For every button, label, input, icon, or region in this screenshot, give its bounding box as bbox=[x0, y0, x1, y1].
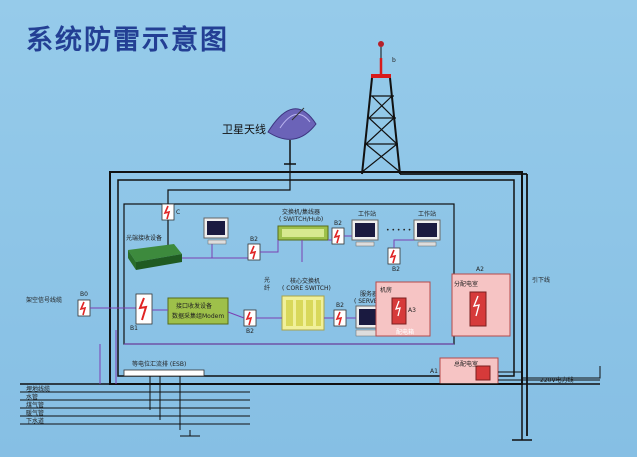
incoming-signal-label: 架空信号线缆 bbox=[26, 296, 62, 304]
surge-protector-b2-top bbox=[331, 227, 345, 245]
a2-label: A2 bbox=[476, 266, 484, 273]
bottom-label-2: 水管 bbox=[26, 393, 38, 401]
surge-protector-b2-right bbox=[387, 247, 401, 265]
down-conductor-label: 引下线 bbox=[532, 276, 550, 284]
sub-box-label: 分配电室 bbox=[454, 280, 478, 288]
satellite-label: 卫星天线 bbox=[222, 122, 266, 136]
surge-protector-b2-mid bbox=[333, 309, 347, 327]
switch-hub-device bbox=[277, 225, 329, 241]
workstation-2-label: 工作站 bbox=[418, 210, 436, 218]
workstation-1-icon bbox=[351, 219, 379, 247]
bottom-label-4: 暖气管 bbox=[26, 409, 44, 417]
label-b2-lower: B2 bbox=[246, 328, 254, 335]
a3-label: A3 bbox=[408, 307, 416, 314]
ellipsis-dots: • • • • • • • bbox=[386, 227, 422, 234]
surge-protector-c bbox=[161, 203, 175, 221]
bottom-label-1: 埋地线缆 bbox=[26, 385, 50, 393]
label-c: C bbox=[176, 209, 180, 216]
sub-distribution-panel bbox=[451, 273, 511, 337]
diagram-title: 系统防雷示意图 bbox=[26, 25, 229, 56]
workstation-1-label: 工作站 bbox=[358, 210, 376, 218]
bottom-label-3: 煤气管 bbox=[26, 401, 44, 409]
interface-modem-device bbox=[167, 297, 229, 325]
fiber-label-1: 光 bbox=[264, 276, 270, 284]
esb-label: 等电位汇流排 (ESB) bbox=[132, 360, 186, 368]
second-building-frame bbox=[117, 179, 515, 377]
core-switch-label-2: ( CORE SWITCH) bbox=[282, 285, 331, 292]
b0-label: B0 bbox=[80, 291, 88, 298]
main-distribution-panel bbox=[439, 357, 499, 385]
label-b2-left: B2 bbox=[250, 236, 258, 243]
a1-label: A1 bbox=[430, 368, 438, 375]
surge-protector-b1 bbox=[135, 293, 153, 325]
interface-label-1: 接口收发设备 bbox=[176, 302, 212, 310]
switch-label-1: 交换机/集线器 bbox=[282, 208, 320, 216]
bottom-label-5: 下水道 bbox=[26, 417, 44, 425]
machine-room-panel bbox=[375, 281, 431, 337]
surge-protector-b2-left bbox=[247, 243, 261, 261]
lightning-tower bbox=[361, 41, 528, 436]
server-label-2: ( SERVER) bbox=[354, 298, 384, 305]
interface-label-2: 数据采集组Modem bbox=[172, 312, 224, 320]
label-b2-top: B2 bbox=[334, 220, 342, 227]
core-switch-label-1: 核心交换机 bbox=[290, 277, 320, 285]
core-switch-device bbox=[281, 295, 325, 331]
fiber-label-2: 纤 bbox=[264, 284, 270, 292]
computer-icon bbox=[203, 217, 229, 245]
optical-receiver-device bbox=[128, 244, 182, 270]
surge-protector-b0 bbox=[77, 299, 91, 317]
b1-label: B1 bbox=[130, 325, 138, 332]
equipotential-bus-bar bbox=[123, 369, 205, 377]
label-b2-right: B2 bbox=[392, 266, 400, 273]
main-box-label: 总配电室 bbox=[454, 360, 478, 368]
label-b2-mid: B2 bbox=[336, 302, 344, 309]
satellite-dish-icon bbox=[267, 107, 317, 165]
distribution-box-red-label: 配电箱 bbox=[396, 328, 414, 336]
switch-label-2: ( SWITCH/Hub) bbox=[279, 216, 323, 223]
server-label-1: 服务器 bbox=[360, 290, 378, 298]
lightning-rod-label: b bbox=[392, 57, 396, 64]
surge-protector-b2-lower bbox=[243, 309, 257, 327]
workstation-2-icon bbox=[413, 219, 441, 247]
machine-room-label: 机房 bbox=[380, 286, 392, 294]
optical-receiver-label: 光端接收设备 bbox=[126, 234, 162, 242]
